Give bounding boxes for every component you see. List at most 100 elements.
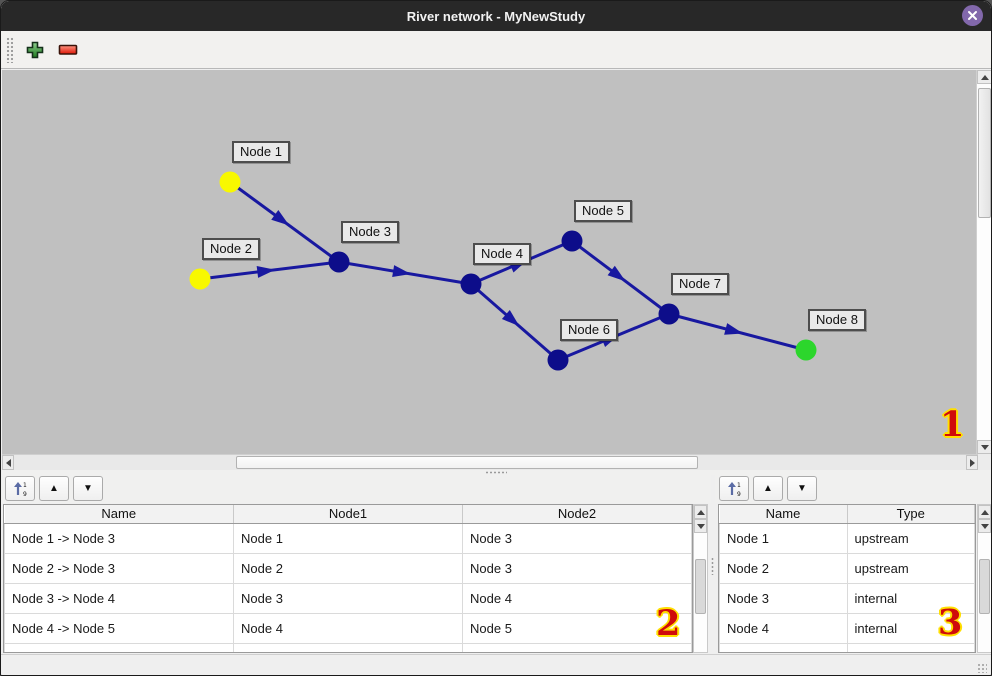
table-cell[interactable]: Node 2 (719, 552, 848, 584)
down-triangle-icon: ▼ (797, 483, 807, 494)
sort-branches-button[interactable]: 1 9 (5, 476, 35, 501)
branches-table-scrollbar[interactable] (693, 504, 708, 653)
table-cell[interactable]: Node 2 (233, 552, 463, 584)
node-node-2[interactable] (189, 268, 211, 290)
main-toolbar (1, 31, 991, 69)
move-up-button[interactable]: ▲ (39, 476, 69, 501)
node-label[interactable]: Node 4 (473, 243, 531, 265)
network-canvas[interactable]: Node 1 Node 2 Node 3 Node 4 Node 5 Node 6 Node… (2, 70, 976, 454)
node-label[interactable]: Node 3 (341, 221, 399, 243)
titlebar: River network - MyNewStudy (1, 1, 991, 31)
flow-direction-arrow-icon (607, 265, 626, 282)
scroll-up-button[interactable] (694, 505, 707, 519)
scrollbar-thumb[interactable] (236, 456, 698, 469)
node-node-8[interactable] (795, 339, 817, 361)
node-label[interactable]: Node 5 (574, 200, 632, 222)
table-cell[interactable]: Node 5 (462, 612, 692, 644)
node-node-6[interactable] (547, 349, 569, 371)
column-header[interactable]: Name (719, 505, 848, 524)
node-label[interactable]: Node 2 (202, 238, 260, 260)
scrollbar-track[interactable] (14, 455, 966, 470)
nodes-table-scrollbar[interactable] (977, 504, 991, 653)
splitter-handle-icon (485, 471, 507, 474)
table-row[interactable] (719, 642, 975, 652)
node-node-7[interactable] (658, 303, 680, 325)
toolbar-drag-handle[interactable] (6, 36, 13, 63)
node-label[interactable]: Node 7 (671, 273, 729, 295)
scroll-up-button[interactable] (978, 505, 991, 519)
table-cell[interactable]: Node 4 (233, 612, 463, 644)
window-title: River network - MyNewStudy (406, 8, 586, 24)
column-header[interactable]: Node1 (233, 505, 463, 524)
add-branch-button[interactable] (21, 36, 49, 64)
scroll-left-button[interactable] (2, 455, 14, 470)
canvas-vertical-scrollbar[interactable] (976, 70, 991, 454)
table-cell[interactable]: internal (846, 612, 975, 644)
flow-direction-arrow-icon (724, 323, 744, 335)
canvas-horizontal-scrollbar[interactable] (2, 454, 978, 470)
column-header[interactable]: Name (4, 505, 234, 524)
remove-branch-button[interactable] (54, 36, 82, 64)
add-branch-icon (26, 41, 44, 58)
table-cell[interactable]: Node 4 (462, 582, 692, 614)
table-cell[interactable]: Node 3 (233, 582, 463, 614)
scroll-up-button[interactable] (977, 70, 991, 84)
table-cell[interactable]: Node 4 -> Node 5 (4, 612, 234, 644)
node-node-4[interactable] (460, 273, 482, 295)
node-node-1[interactable] (219, 171, 241, 193)
scrollbar-track[interactable] (977, 84, 991, 440)
node-label[interactable]: Node 8 (808, 309, 866, 331)
up-arrow-icon (696, 509, 705, 515)
scrollbar-thumb[interactable] (695, 559, 706, 614)
table-cell[interactable]: Node 1 (233, 522, 463, 554)
column-header[interactable]: Node2 (462, 505, 692, 524)
node-node-3[interactable] (328, 251, 350, 273)
sort-ascending-icon: 1 9 (14, 481, 27, 497)
down-arrow-icon (696, 523, 705, 529)
up-triangle-icon: ▲ (49, 483, 59, 494)
node-label[interactable]: Node 6 (560, 319, 618, 341)
table-cell[interactable]: Node 3 (719, 582, 848, 614)
vertical-splitter[interactable] (710, 557, 715, 575)
close-button[interactable] (962, 5, 983, 26)
node-node-5[interactable] (561, 230, 583, 252)
table-cell[interactable]: Node 1 -> Node 3 (4, 522, 234, 554)
table-cell[interactable]: Node 3 -> Node 4 (4, 582, 234, 614)
table-cell[interactable]: Node 1 (719, 522, 848, 554)
move-down-button[interactable]: ▼ (787, 476, 817, 501)
table-cell[interactable]: upstream (846, 552, 975, 584)
move-down-button[interactable]: ▼ (73, 476, 103, 501)
move-up-button[interactable]: ▲ (753, 476, 783, 501)
table-row[interactable] (4, 642, 692, 652)
sort-nodes-button[interactable]: 1 9 (719, 476, 749, 501)
horizontal-splitter[interactable] (1, 470, 991, 475)
scroll-right-button[interactable] (966, 455, 978, 470)
table-cell[interactable]: Node 3 (462, 522, 692, 554)
scroll-down-button[interactable] (978, 519, 991, 533)
table-cell[interactable]: Node 2 -> Node 3 (4, 552, 234, 584)
table-cell[interactable]: internal (846, 582, 975, 614)
status-bar (1, 654, 991, 675)
down-arrow-icon (980, 444, 989, 450)
resize-grip[interactable] (977, 663, 987, 673)
table-cell[interactable]: Node 4 (719, 612, 848, 644)
scrollbar-thumb[interactable] (978, 88, 991, 218)
table-cell[interactable]: Node 3 (462, 552, 692, 584)
scroll-down-button[interactable] (694, 519, 707, 533)
table-cell[interactable]: upstream (846, 522, 975, 554)
column-header[interactable]: Type (847, 505, 975, 524)
scrollbar-thumb[interactable] (979, 559, 990, 614)
river-network-diagram (189, 171, 817, 371)
scroll-down-button[interactable] (977, 440, 991, 454)
node-label[interactable]: Node 1 (232, 141, 290, 163)
